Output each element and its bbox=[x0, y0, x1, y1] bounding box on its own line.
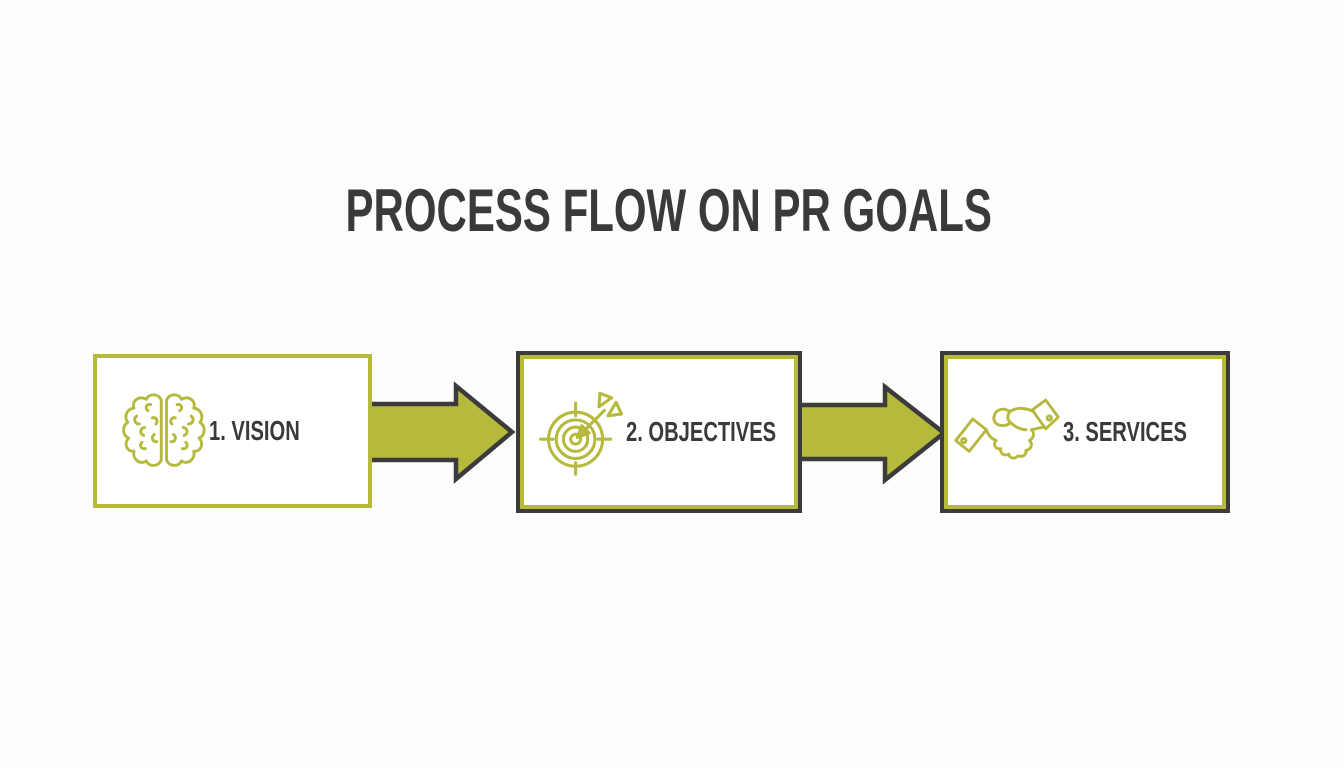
step-label-objectives-text: 2. OBJECTIVES bbox=[626, 416, 777, 447]
step-box-objectives: 2. OBJECTIVES bbox=[516, 351, 802, 513]
step-label-vision-text: 1. VISION bbox=[209, 415, 300, 446]
step-label-vision: 1. VISION bbox=[209, 417, 335, 445]
handshake-icon bbox=[953, 389, 1061, 475]
step-label-services: 3. SERVICES bbox=[1063, 418, 1235, 446]
diagram-title: PROCESS FLOW ON PR GOALS bbox=[0, 181, 1338, 241]
step-box-services: 3. SERVICES bbox=[940, 351, 1230, 513]
step-box-vision: 1. VISION bbox=[93, 354, 372, 508]
target-icon bbox=[536, 385, 626, 479]
diagram-title-text: PROCESS FLOW ON PR GOALS bbox=[345, 177, 993, 244]
arrow-right-icon-1 bbox=[359, 381, 516, 484]
brain-icon bbox=[119, 384, 207, 478]
step-label-objectives: 2. OBJECTIVES bbox=[626, 418, 835, 446]
step-label-services-text: 3. SERVICES bbox=[1063, 416, 1188, 447]
